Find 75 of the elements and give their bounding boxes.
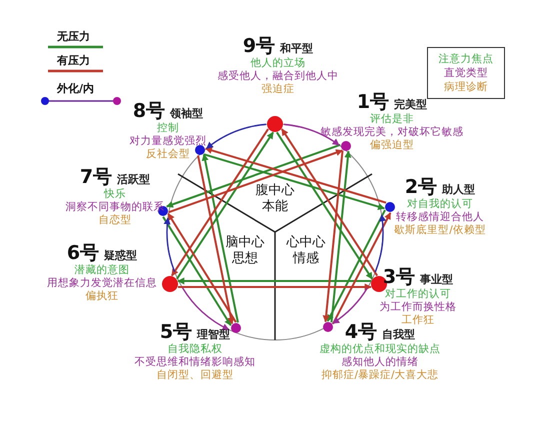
intuition-text: 为工作而换性格 (380, 301, 456, 314)
focus-text: 控制 (157, 122, 179, 135)
type-dot (323, 322, 333, 332)
diagnosis-text: 工作狂 (402, 314, 434, 327)
type-name: 和平型 (280, 42, 314, 55)
focus-text: 对工作的认可 (385, 288, 451, 301)
arrow (332, 212, 392, 324)
type-name: 活跃型 (117, 173, 150, 186)
type-name: 完美型 (394, 98, 428, 111)
arrow (177, 278, 371, 284)
diagnosis-text: 偏强迫型 (370, 139, 414, 152)
intuition-text: 用想象力发觉潜在信息 (47, 277, 157, 290)
center-label: 腹中心本能 (255, 183, 295, 215)
type-number: 1号 (356, 91, 390, 113)
type-number: 4号 (344, 321, 378, 343)
focus-text: 快乐 (104, 188, 126, 201)
type-number: 2号 (404, 176, 438, 198)
type-name: 疑惑型 (104, 249, 138, 262)
key-box: 注意力焦点 直觉类型 病理诊断 (427, 47, 505, 99)
focus-text: 自我隐私权 (168, 343, 222, 356)
arrow (330, 150, 352, 322)
intuition-text: 转移感情迎合他人 (396, 211, 484, 224)
type-dot (267, 116, 283, 132)
type-dot (195, 145, 205, 155)
arrow (178, 284, 372, 290)
type-number: 5号 (160, 321, 192, 343)
type-number: 9号 (242, 35, 276, 57)
focus-text: 评估是非 (370, 113, 414, 126)
diagnosis-text: 歇斯底里型/依赖型 (394, 224, 486, 237)
arrow (182, 287, 230, 330)
arrow (374, 214, 386, 272)
focus-text: 对自我的认可 (407, 198, 473, 211)
arrow (164, 217, 176, 272)
type-dot (231, 323, 241, 333)
diagnosis-text: 抑郁症/暴躁症/大喜大悲 (321, 369, 439, 382)
diagnosis-text: 反社会型 (146, 148, 190, 161)
type-dot (385, 202, 395, 212)
arrow (204, 153, 386, 210)
diagnosis-text: 自闭型、回避型 (156, 369, 234, 382)
type-number: 8号 (132, 100, 166, 122)
type-number: 6号 (66, 242, 100, 264)
arrow (326, 210, 386, 322)
type-name: 助人型 (442, 183, 476, 196)
legend-text: 有压力 (57, 53, 90, 68)
arrow (332, 288, 368, 324)
focus-text: 他人的立场 (250, 57, 306, 70)
intuition-text: 感受他人，融合到他人中 (218, 70, 338, 83)
arrow (322, 150, 344, 322)
focus-text: 虚构的优点和现实的缺点 (320, 343, 440, 356)
type-name: 理智型 (197, 328, 230, 341)
focus-text: 潜藏的意图 (74, 264, 130, 277)
type-dot (162, 276, 178, 292)
type-name: 事业型 (420, 273, 454, 286)
intuition-text: 洞察不同事物的联系 (66, 201, 164, 214)
intuition-text: 感知他人的情绪 (342, 356, 418, 369)
intuition-text: 不受思维和情绪影响感知 (134, 356, 256, 369)
legend-text: 无压力 (57, 29, 90, 44)
type-dot (341, 141, 351, 151)
diagnosis-text: 偏执狂 (86, 290, 118, 303)
center-label: 脑中心思想 (225, 235, 265, 267)
center-label: 心中心情感 (286, 235, 326, 267)
type-number: 3号 (382, 266, 416, 288)
intuition-text: 对力量感觉强烈 (130, 135, 206, 148)
arrow (284, 124, 340, 146)
arrow (166, 144, 341, 208)
intuition-text: 敏感发现完美，对破坏它敏感 (320, 126, 464, 139)
arrow (168, 149, 343, 214)
type-name: 领袖型 (170, 107, 204, 120)
diagnosis-text: 自恋型 (98, 214, 132, 227)
arrow (204, 147, 386, 204)
type-number: 7号 (80, 166, 112, 188)
legend-text: 外化/内 (57, 81, 94, 96)
arrow (206, 124, 266, 149)
diagnosis-text: 强迫症 (262, 83, 294, 96)
type-name: 自我型 (382, 328, 416, 341)
